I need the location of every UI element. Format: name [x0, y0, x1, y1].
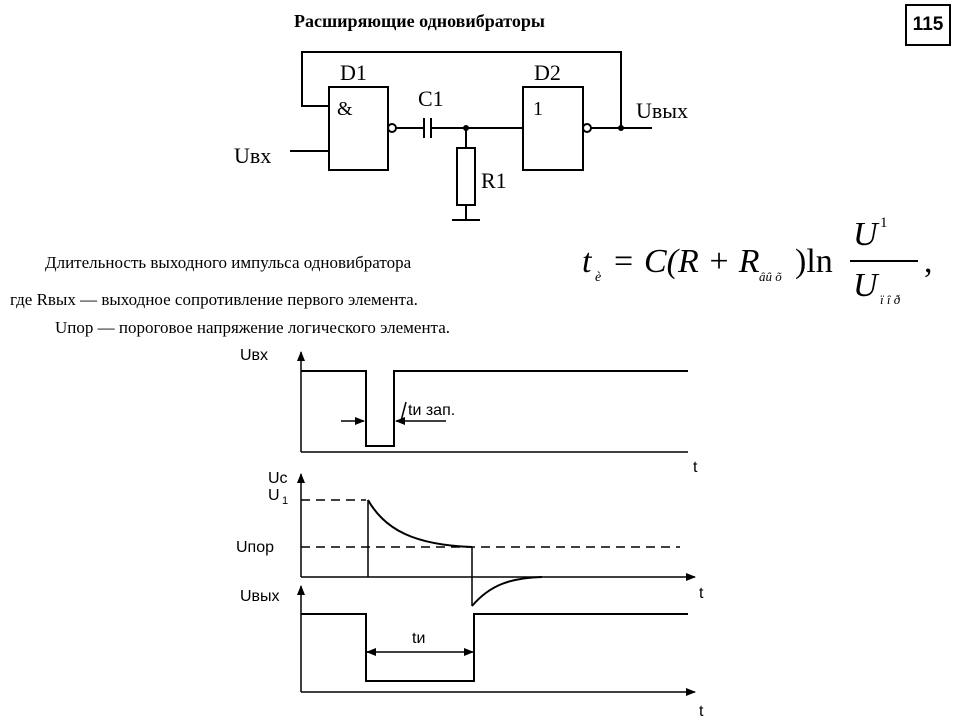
uin-waveform — [301, 370, 688, 447]
input-voltage-label: Uвх — [234, 143, 271, 168]
feedback-wire — [301, 51, 622, 128]
tiz-leader — [400, 401, 407, 422]
uc-recovery-curve — [471, 576, 543, 607]
description-line-2: где Rвых — выходное сопротивление первог… — [10, 290, 418, 309]
page-number-badge: 115 — [905, 4, 951, 46]
formula-ln: )ln — [795, 243, 833, 280]
formula-equals: = — [614, 243, 633, 280]
d2-symbol: 1 — [533, 98, 543, 120]
uout-axis-label: Uвых — [240, 588, 280, 605]
uc-t-label: t — [699, 585, 704, 602]
u1-label: U — [268, 487, 280, 504]
d2-label: D2 — [534, 60, 561, 85]
formula-t: t — [582, 243, 593, 280]
formula-r-subscript: âû õ — [759, 269, 782, 284]
output-junction-dot — [618, 125, 624, 131]
formula-numerator: U — [853, 216, 880, 253]
uout-t-label: t — [699, 703, 704, 720]
ti-label: tи — [412, 630, 425, 647]
formula-denominator: U — [853, 267, 880, 304]
u1-subscript: 1 — [282, 495, 288, 507]
uout-waveform — [301, 613, 688, 682]
d1-label: D1 — [340, 60, 367, 85]
r1-label: R1 — [481, 168, 507, 193]
pulse-duration-formula: t è = C(R + R âû õ )ln U 1 U ï î ð , — [582, 215, 933, 307]
output-voltage-label: Uвых — [636, 98, 688, 123]
page-title: Расширяющие одновибраторы — [294, 11, 545, 31]
upor-label: Uпор — [236, 539, 274, 556]
formula-t-subscript: è — [595, 270, 601, 285]
description-line-3: Uпор — пороговое напряжение логического … — [55, 318, 450, 337]
uin-axis-label: Uвх — [240, 347, 268, 364]
uc-axis-label: Uc — [268, 470, 288, 487]
c1-label: C1 — [418, 86, 444, 111]
uin-t-label: t — [693, 459, 698, 476]
description-line-1: Длительность выходного импульса одновибр… — [45, 253, 412, 272]
formula-comma: , — [924, 243, 933, 280]
formula-denominator-sub: ï î ð — [880, 292, 901, 307]
formula-body: C(R + R — [644, 243, 760, 280]
junction-dot — [463, 125, 469, 131]
d1-symbol: & — [337, 98, 353, 120]
formula-numerator-sup: 1 — [880, 215, 888, 231]
uc-decay-curve — [367, 499, 473, 548]
tiz-label: tи зап. — [408, 402, 455, 419]
